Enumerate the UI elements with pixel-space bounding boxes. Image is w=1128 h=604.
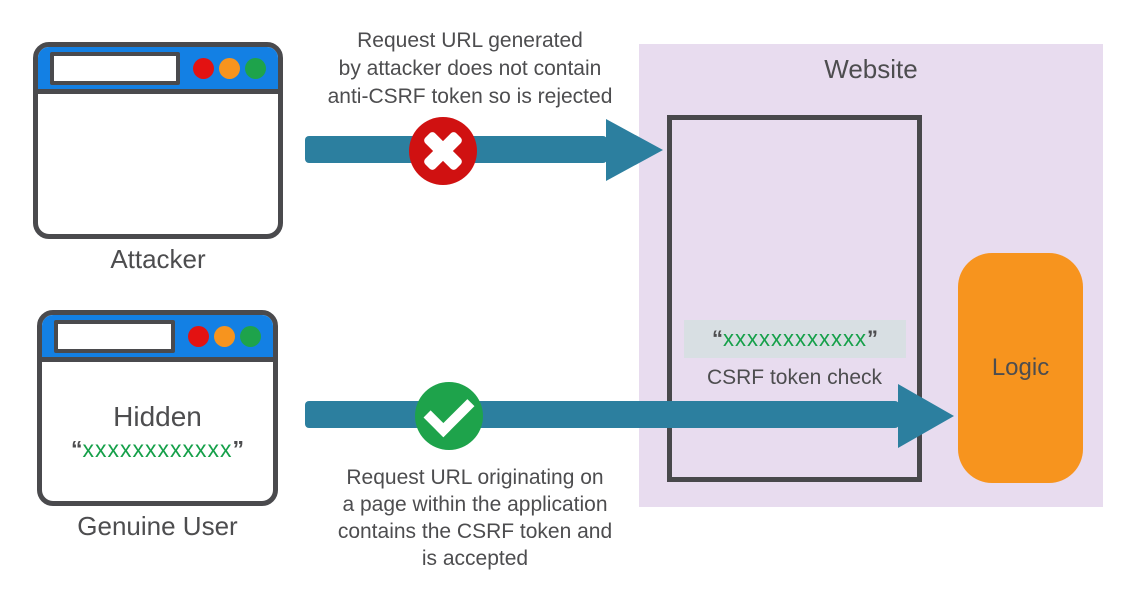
browser-titlebar xyxy=(38,47,278,94)
annotation-line: Request URL originating on xyxy=(346,466,604,489)
url-bar xyxy=(54,319,175,353)
browser-content xyxy=(38,94,278,234)
close-quote: ” xyxy=(867,326,878,351)
attacker-label: Attacker xyxy=(110,244,206,274)
check-mark xyxy=(423,386,475,438)
annotation-line: anti-CSRF token so is rejected xyxy=(327,85,613,108)
website-title: Website xyxy=(824,54,918,84)
close-quote: ” xyxy=(232,436,245,462)
accepted-request-arrow xyxy=(305,401,899,428)
logic-box: Logic xyxy=(958,253,1083,483)
green-circle-icon xyxy=(245,57,266,79)
accepted-request-annotation: Request URL originating on a page within… xyxy=(308,464,642,572)
annotation-line: contains the CSRF token and xyxy=(337,520,613,543)
annotation-line: Request URL generated xyxy=(357,29,583,52)
browser-titlebar xyxy=(42,315,273,362)
annotation-line: a page within the application xyxy=(342,493,608,516)
logic-label: Logic xyxy=(991,354,1050,381)
hidden-token-label: Hidden xyxy=(113,401,202,432)
accepted-request-arrowhead-icon xyxy=(898,384,954,448)
rejected-request-annotation: Request URL generated by attacker does n… xyxy=(298,27,642,111)
token-value: xxxxxxxxxxxx xyxy=(82,436,233,462)
csrf-check-label: CSRF token check xyxy=(706,366,883,389)
csrf-token-chip: “xxxxxxxxxxxx” xyxy=(684,320,906,358)
annotation-line: is accepted xyxy=(421,547,529,570)
annotation-line: by attacker does not contain xyxy=(338,57,602,80)
browser-content: Hidden “xxxxxxxxxxxx” xyxy=(42,362,273,501)
url-bar xyxy=(50,51,180,85)
attacker-browser-window xyxy=(33,42,283,239)
open-quote: “ xyxy=(712,326,723,351)
orange-circle-icon xyxy=(214,325,235,347)
csrf-token-value: xxxxxxxxxxxx xyxy=(723,326,867,351)
green-circle-icon xyxy=(240,325,261,347)
x-circle-icon xyxy=(409,117,477,185)
open-quote: “ xyxy=(71,436,83,462)
red-circle-icon xyxy=(193,57,214,79)
orange-circle-icon xyxy=(219,57,240,79)
check-circle-icon xyxy=(415,382,483,450)
csrf-check-box xyxy=(667,115,922,482)
genuine-user-label: Genuine User xyxy=(77,511,238,541)
rejected-request-arrowhead-icon xyxy=(606,119,663,181)
hidden-token-value: “xxxxxxxxxxxx” xyxy=(71,436,244,463)
red-circle-icon xyxy=(188,325,209,347)
genuine-user-browser-window: Hidden “xxxxxxxxxxxx” xyxy=(37,310,278,506)
